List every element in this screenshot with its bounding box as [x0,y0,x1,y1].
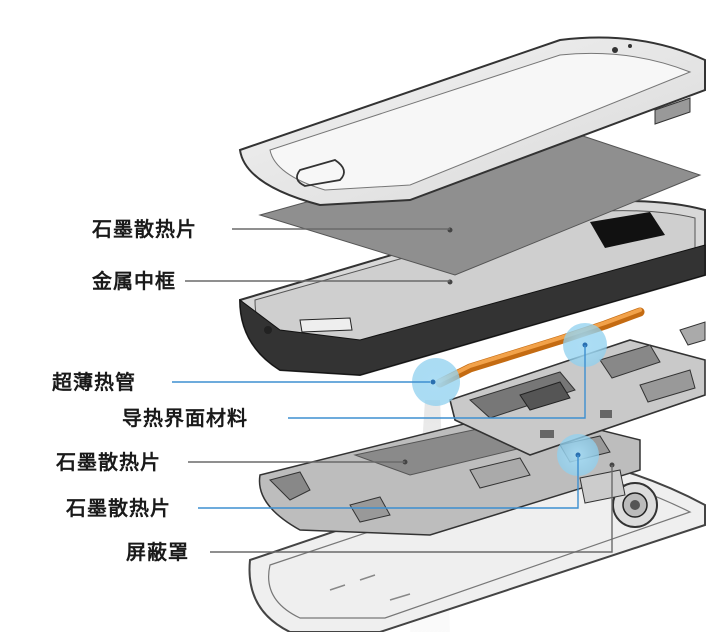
leader-shield [210,465,613,553]
front-display [238,36,706,207]
leader-tim [288,345,586,419]
label-thermal-interface-material: 导热界面材料 [122,406,248,430]
leader-graphite-bottom [198,455,579,509]
metal-midframe [238,200,706,377]
label-graphite-sheet-middle: 石墨散热片 [56,450,161,474]
label-graphite-sheet-bottom: 石墨散热片 [66,496,171,520]
label-ultra-thin-heat-pipe: 超薄热管 [52,370,136,394]
label-shielding-cover: 屏蔽罩 [126,540,189,564]
heat-pipe-highlight [412,358,460,406]
label-metal-midframe: 金属中框 [92,269,176,293]
main-pcb [449,321,706,456]
label-graphite-sheet-top: 石墨散热片 [92,217,197,241]
